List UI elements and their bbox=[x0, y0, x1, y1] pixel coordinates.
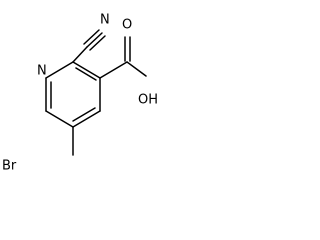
atom-label-carbonyl-oxygen: O bbox=[122, 18, 132, 33]
atom-label-nitrile-nitrogen: N bbox=[100, 13, 110, 28]
bond-c4-c5 bbox=[72, 110, 101, 128]
bond-c4-c5-inner bbox=[72, 107, 96, 122]
bond-n1-c2 bbox=[45, 61, 74, 79]
bond-c2-c3-inner bbox=[75, 67, 97, 81]
bond-c2-c3 bbox=[72, 61, 101, 79]
atom-label-ring-nitrogen: N bbox=[37, 64, 47, 79]
atom-label-hydroxyl: OH bbox=[138, 93, 158, 108]
chemical-structure-diagram: N N O OH Br bbox=[0, 0, 172, 189]
triple-bond-center bbox=[86, 32, 103, 48]
molecule-drawing: N N O OH Br bbox=[2, 13, 158, 174]
bond-c2-cn bbox=[72, 46, 88, 63]
triple-bond-left bbox=[83, 29, 100, 45]
atom-label-bromine: Br bbox=[2, 159, 17, 174]
triple-bond-right bbox=[89, 35, 106, 51]
bond-c-oh bbox=[126, 61, 147, 77]
bond-c5-c6 bbox=[45, 110, 74, 128]
bond-c3-carboxyl bbox=[99, 61, 128, 79]
